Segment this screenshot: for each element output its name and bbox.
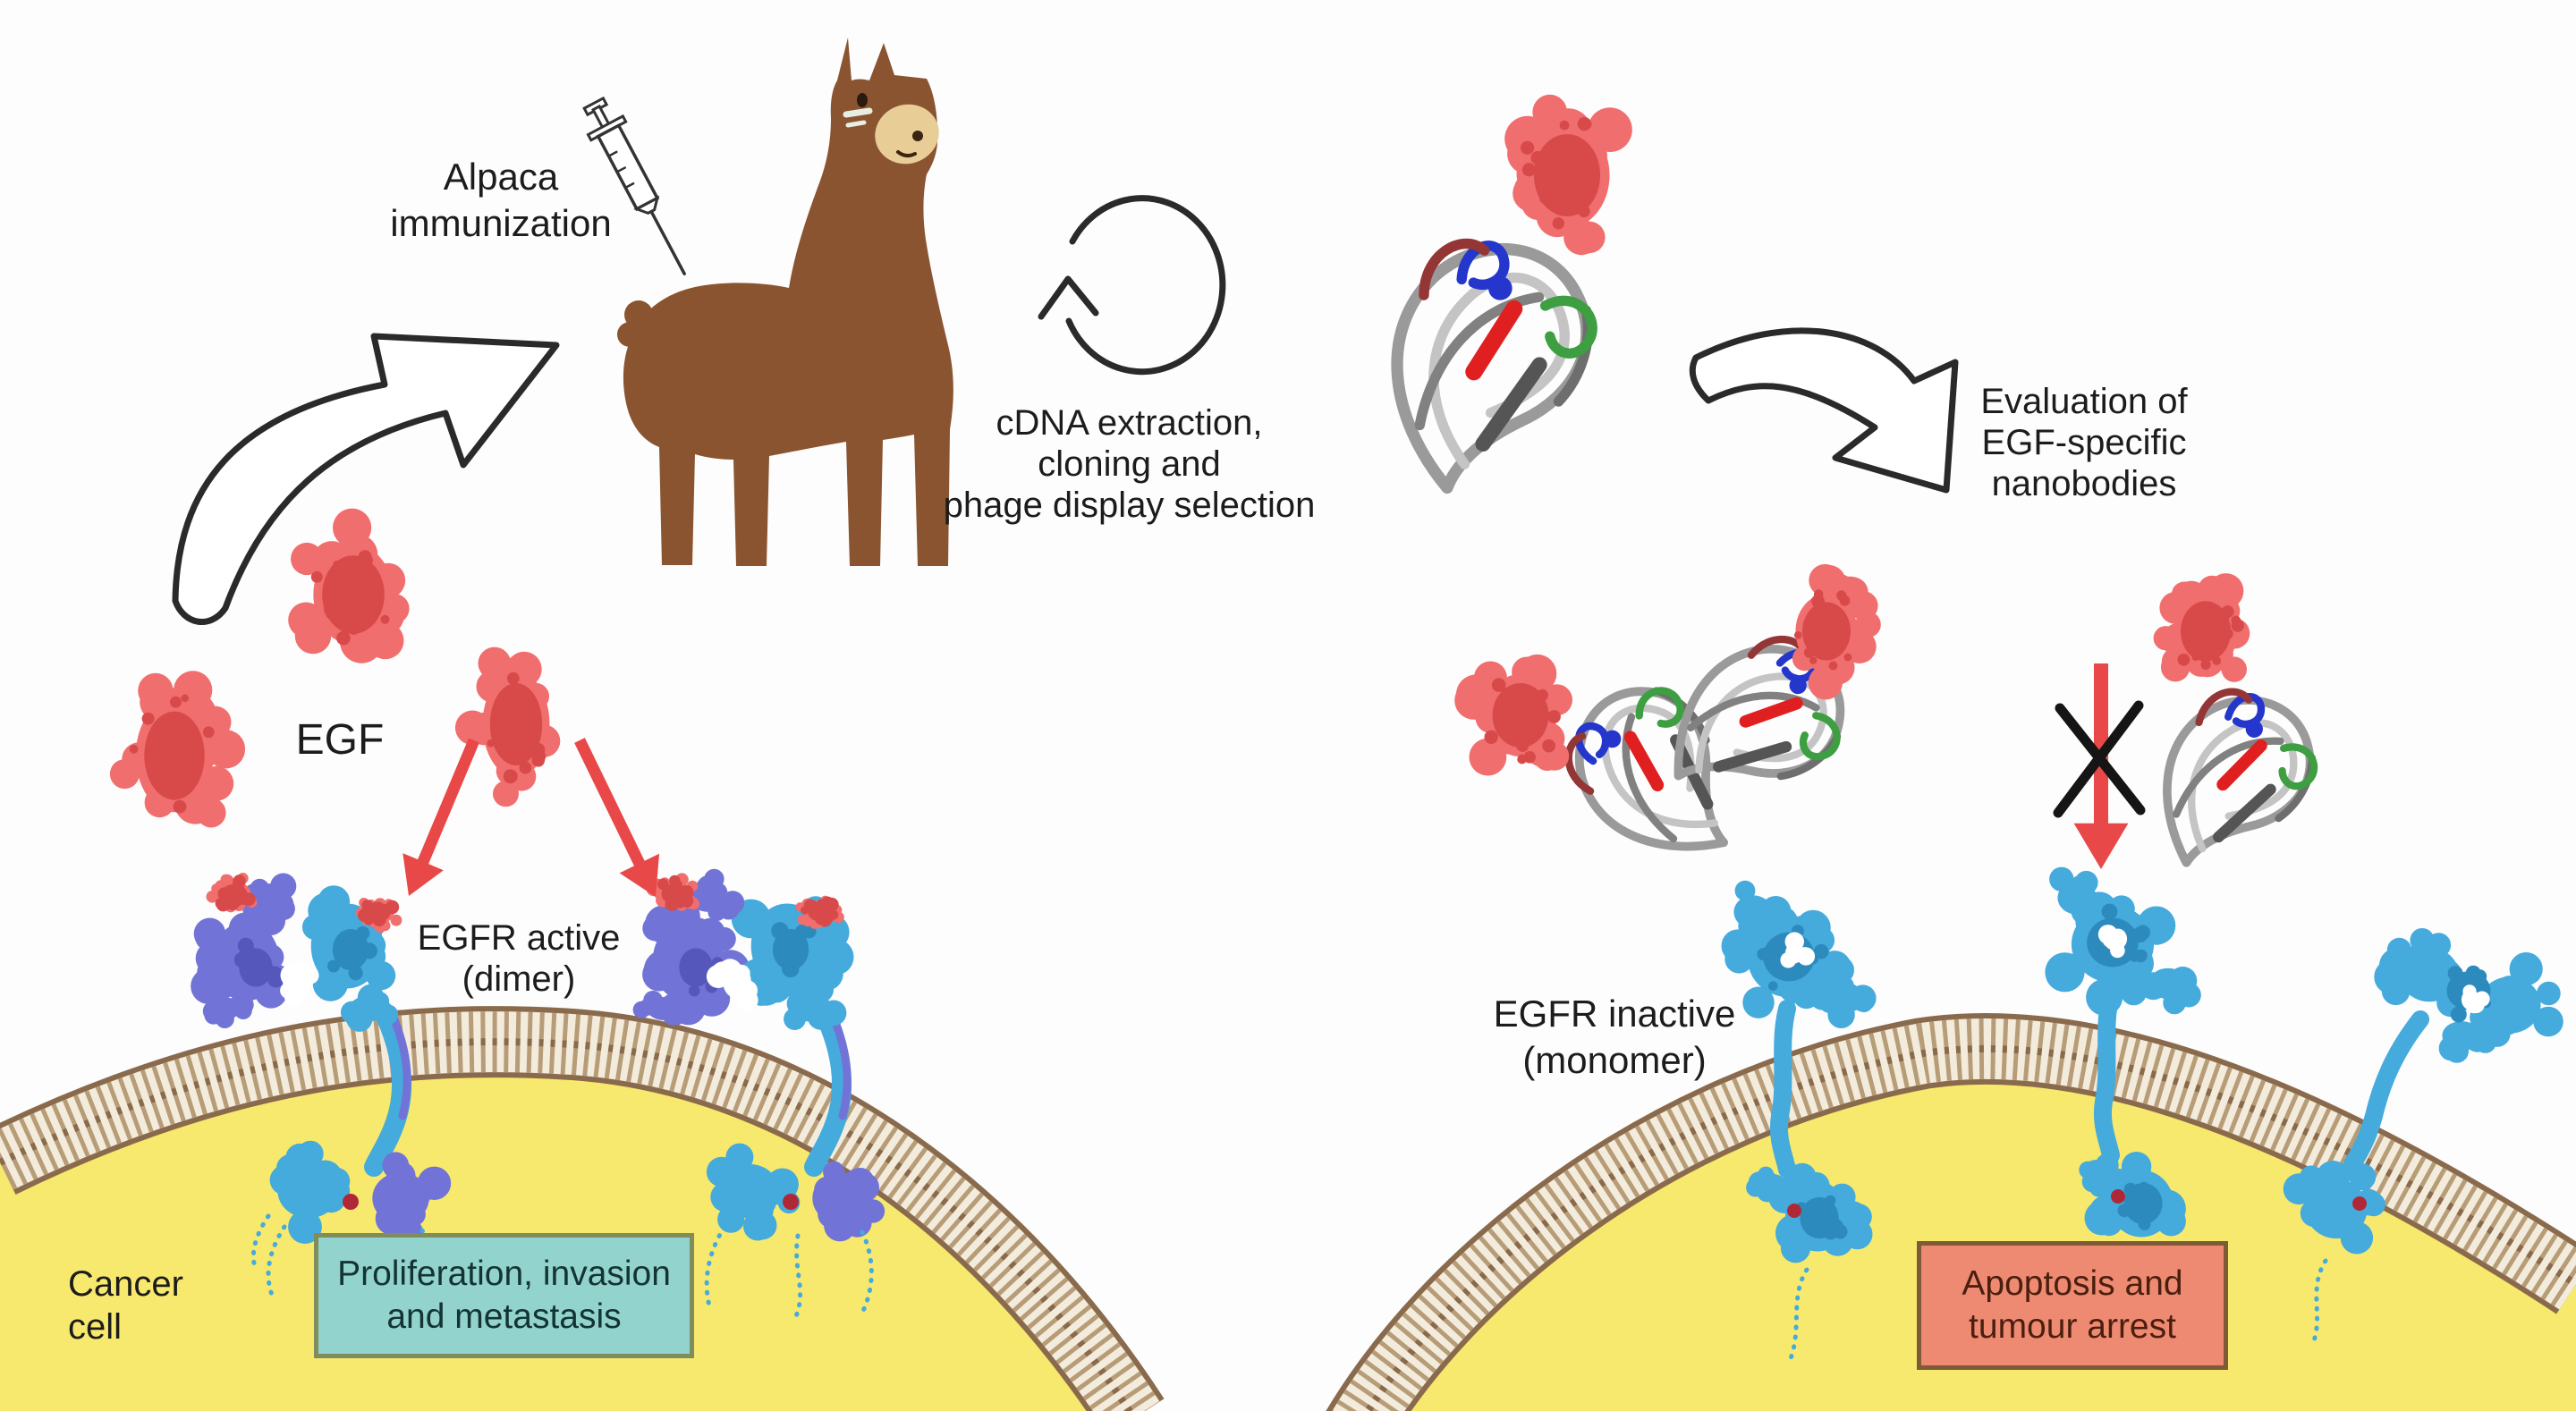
red-arrow-icon [402, 738, 479, 896]
label-line: cloning and [1038, 444, 1221, 484]
label-line: cDNA extraction, [996, 403, 1263, 443]
apoptosis-outcome-box: Apoptosis and tumour arrest [1917, 1241, 2228, 1370]
proliferation-outcome-box: Proliferation, invasion and metastasis [314, 1233, 694, 1358]
curved-arrow-to-alpaca-icon [172, 333, 560, 625]
egf-molecule [109, 671, 246, 828]
cell-membrane [1326, 1012, 2576, 1411]
egfr-dimer [191, 873, 452, 1297]
egf-molecule [288, 508, 410, 663]
cycle-arrow-icon [1038, 195, 1226, 376]
egf-molecule [1792, 563, 1881, 700]
egf-molecule [206, 873, 258, 913]
label-line: immunization [390, 202, 612, 244]
cancer-cell-label: Cancer cell [68, 1263, 265, 1348]
blocked-signal [2053, 663, 2146, 869]
cell-membrane [0, 1006, 1165, 1411]
label-line: (monomer) [1522, 1039, 1707, 1081]
alpaca-immunization-label: Alpaca immunization [358, 154, 644, 247]
nanobody-structure [1391, 238, 1597, 494]
egf-molecule [355, 898, 402, 934]
red-arrow-icon [574, 738, 660, 897]
alpaca-eye [857, 93, 868, 107]
cancer-cells [0, 866, 2576, 1411]
label-line: phage display selection [943, 486, 1316, 525]
egf-molecule [454, 646, 561, 807]
egf-molecule [795, 895, 844, 929]
cdna-selection-label: cDNA extraction, cloning and phage displ… [926, 402, 1333, 526]
nanobody-structure [1564, 687, 1729, 851]
label-line: cell [68, 1307, 123, 1347]
egfr-monomer [2283, 928, 2563, 1346]
cancer-cell-body-right [1326, 1012, 2576, 1411]
alpaca-illustration [617, 38, 953, 566]
label-line: EGFR inactive [1493, 993, 1736, 1035]
egfr-inactive-label: EGFR inactive (monomer) [1458, 991, 1771, 1084]
nanobody-egf-complex [1674, 563, 1881, 781]
alpaca-muzzle [875, 104, 939, 165]
nanobody-egf-complex [2153, 573, 2318, 867]
label-line: Evaluation of [1980, 382, 2188, 421]
nanobody-structure [2163, 688, 2318, 867]
label-line: nanobodies [1991, 464, 2177, 503]
nanobody-egf-complex [1391, 94, 1632, 494]
egfr-monomer [1721, 880, 1877, 1365]
egf-molecule [2153, 573, 2250, 682]
label-line: and metastasis [386, 1297, 622, 1336]
label-line: Alpaca [443, 156, 559, 198]
label-line: EGF-specific [1981, 423, 2187, 462]
egfr-dimer [632, 868, 886, 1319]
egf-label: EGF [295, 716, 385, 764]
egf-molecule [646, 873, 700, 911]
egfr-active-label: EGFR active (dimer) [376, 917, 662, 1000]
free-egf-molecules [109, 508, 660, 897]
label-line: EGFR active [417, 918, 621, 958]
label-line: Apoptosis and [1962, 1264, 2183, 1303]
evaluation-label: Evaluation of EGF-specific nanobodies [1914, 381, 2254, 504]
cancer-cell-body-left [0, 1006, 1165, 1411]
egfr-monomer [2045, 866, 2201, 1351]
x-mark-icon [2053, 700, 2146, 818]
nanobody-egf-complex [1454, 654, 1729, 851]
egf-molecule [1454, 654, 1572, 776]
syringe-icon [582, 96, 686, 275]
label-line: Cancer [68, 1264, 183, 1304]
label-line: tumour arrest [1969, 1307, 2176, 1346]
label-line: (dimer) [462, 959, 576, 999]
egf-molecule [1504, 94, 1632, 256]
curved-arrow-to-evaluation-icon [1689, 327, 1959, 494]
label-line: Proliferation, invasion [337, 1255, 671, 1293]
